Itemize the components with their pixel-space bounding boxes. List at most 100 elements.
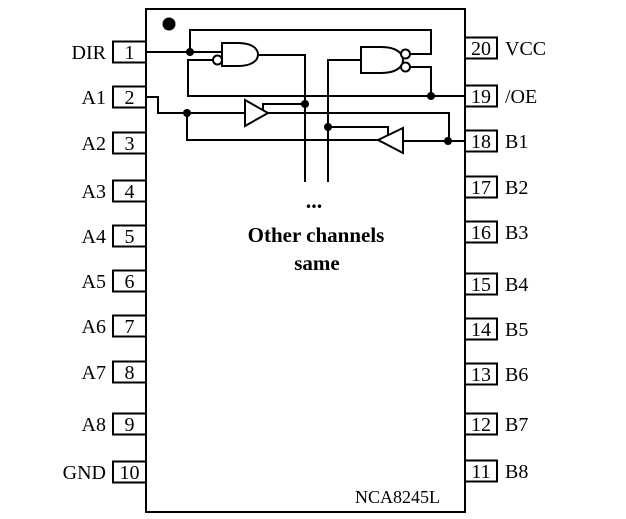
pin-box: [112, 460, 147, 484]
pin-label: B2: [505, 177, 528, 199]
wire-a1-input: [146, 96, 245, 114]
pin-label: A3: [82, 181, 106, 203]
pin-label: /OE: [505, 86, 537, 108]
junction-dot-dir: [186, 48, 194, 56]
pin-number: 7: [125, 316, 135, 338]
pin-box: [464, 317, 498, 341]
pin-label: B6: [505, 364, 528, 386]
junction-dot-a1-node: [183, 109, 191, 117]
pin-number: 4: [125, 181, 135, 203]
pin-label: A1: [82, 87, 106, 109]
pin-box: [112, 85, 147, 109]
pin-left-9: 9 A8: [82, 412, 147, 436]
pin-left-8: 8A7: [82, 360, 147, 384]
pin-label: VCC: [505, 38, 546, 60]
gate1-input-bubble-icon: [212, 54, 223, 66]
junction-dot-enable1: [301, 100, 309, 108]
pin-box: [112, 314, 147, 338]
pin-number: 19: [471, 86, 491, 108]
pin-1-indicator-dot: [162, 17, 176, 31]
pin-number: 5: [125, 226, 135, 248]
pin-left-4: 4 A3: [82, 179, 147, 203]
buffer-b-to-a-icon: [375, 126, 404, 155]
gates: [212, 42, 411, 155]
junction-dots: [183, 48, 452, 145]
and-gate-dir-icon: [221, 42, 260, 67]
pin-right-17: 17 B2: [464, 175, 528, 199]
pin-box: [112, 131, 147, 155]
junction-dot-b1-node: [444, 137, 452, 145]
pin-number: 13: [471, 364, 491, 386]
pin-box: [464, 272, 498, 296]
pin-label: A2: [82, 133, 106, 155]
pin-label: A8: [82, 414, 106, 436]
pin-number: 14: [471, 319, 491, 341]
pin-number: 2: [125, 87, 135, 109]
pins-layer: 1 DIR 2 A1 3 A2 4 A3 5 A4 6 A5 7A6 8A7 9 A8 10 GND 20 VCC 19…: [63, 36, 546, 484]
gate2-bottom-bubble-icon: [400, 61, 411, 73]
junction-dot-enable2: [324, 123, 332, 131]
pin-number: 12: [471, 414, 491, 436]
pin-left-3: 3 A2: [82, 131, 147, 155]
wires: [146, 29, 465, 182]
pin-label: GND: [63, 462, 106, 484]
pin-box: [464, 459, 498, 483]
pin-number: 10: [120, 462, 140, 484]
pin-box: [112, 179, 147, 203]
pin-number: 3: [125, 133, 135, 155]
pin-number: 16: [471, 222, 491, 244]
pin-number: 8: [125, 362, 135, 384]
pin-number: 11: [471, 461, 490, 483]
pin-left-1: 1 DIR: [72, 40, 147, 64]
pin-number: 6: [125, 271, 135, 293]
buffer-a-to-b-icon: [244, 98, 271, 128]
pin-label: B3: [505, 222, 528, 244]
pin-box: [112, 269, 147, 293]
pin-box: [464, 220, 498, 244]
pin-left-7: 7A6: [82, 314, 147, 338]
pin-number: 15: [471, 274, 491, 296]
pin-right-13: 13 B6: [464, 362, 528, 386]
pin-box: [112, 360, 147, 384]
pin-box: [112, 412, 147, 436]
pin-right-19: 19/OE: [464, 84, 537, 108]
gate2-top-bubble-icon: [400, 48, 411, 60]
pin-label: DIR: [72, 42, 107, 64]
pin-number: 18: [471, 131, 491, 153]
junction-dot-oe: [427, 92, 435, 100]
pin-right-20: 20 VCC: [464, 36, 546, 60]
pin-box: [464, 412, 498, 436]
pin-right-16: 16 B3: [464, 220, 528, 244]
pin-label: A5: [82, 271, 106, 293]
chip-name: NCA8245L: [355, 487, 440, 507]
pin-box: [112, 40, 147, 64]
pin-box: [464, 175, 498, 199]
pin-box: [464, 129, 498, 153]
pin-left-10: 10 GND: [63, 460, 147, 484]
pin-right-11: 11 B8: [464, 459, 528, 483]
pin-number: 9: [125, 414, 135, 436]
same-note: same: [294, 251, 340, 275]
pin-left-6: 6 A5: [82, 269, 147, 293]
ellipsis: ...: [306, 188, 323, 213]
wire-enable-tap-buffer2: [328, 126, 389, 135]
pin-left-2: 2 A1: [82, 85, 147, 109]
wire-enable-tap-buffer1: [262, 103, 305, 111]
pin-label: A4: [82, 226, 106, 248]
other-channels-note: Other channels: [248, 223, 385, 247]
pin-box: [464, 362, 498, 386]
pin-number: 17: [471, 177, 491, 199]
pin-box: [464, 36, 498, 60]
pin-number: 20: [471, 38, 491, 60]
pin-box: [112, 224, 147, 248]
pin-number: 1: [125, 42, 135, 64]
wire-buffer2-output: [186, 113, 378, 141]
pin-box: [464, 84, 498, 108]
pin-label: B8: [505, 461, 528, 483]
